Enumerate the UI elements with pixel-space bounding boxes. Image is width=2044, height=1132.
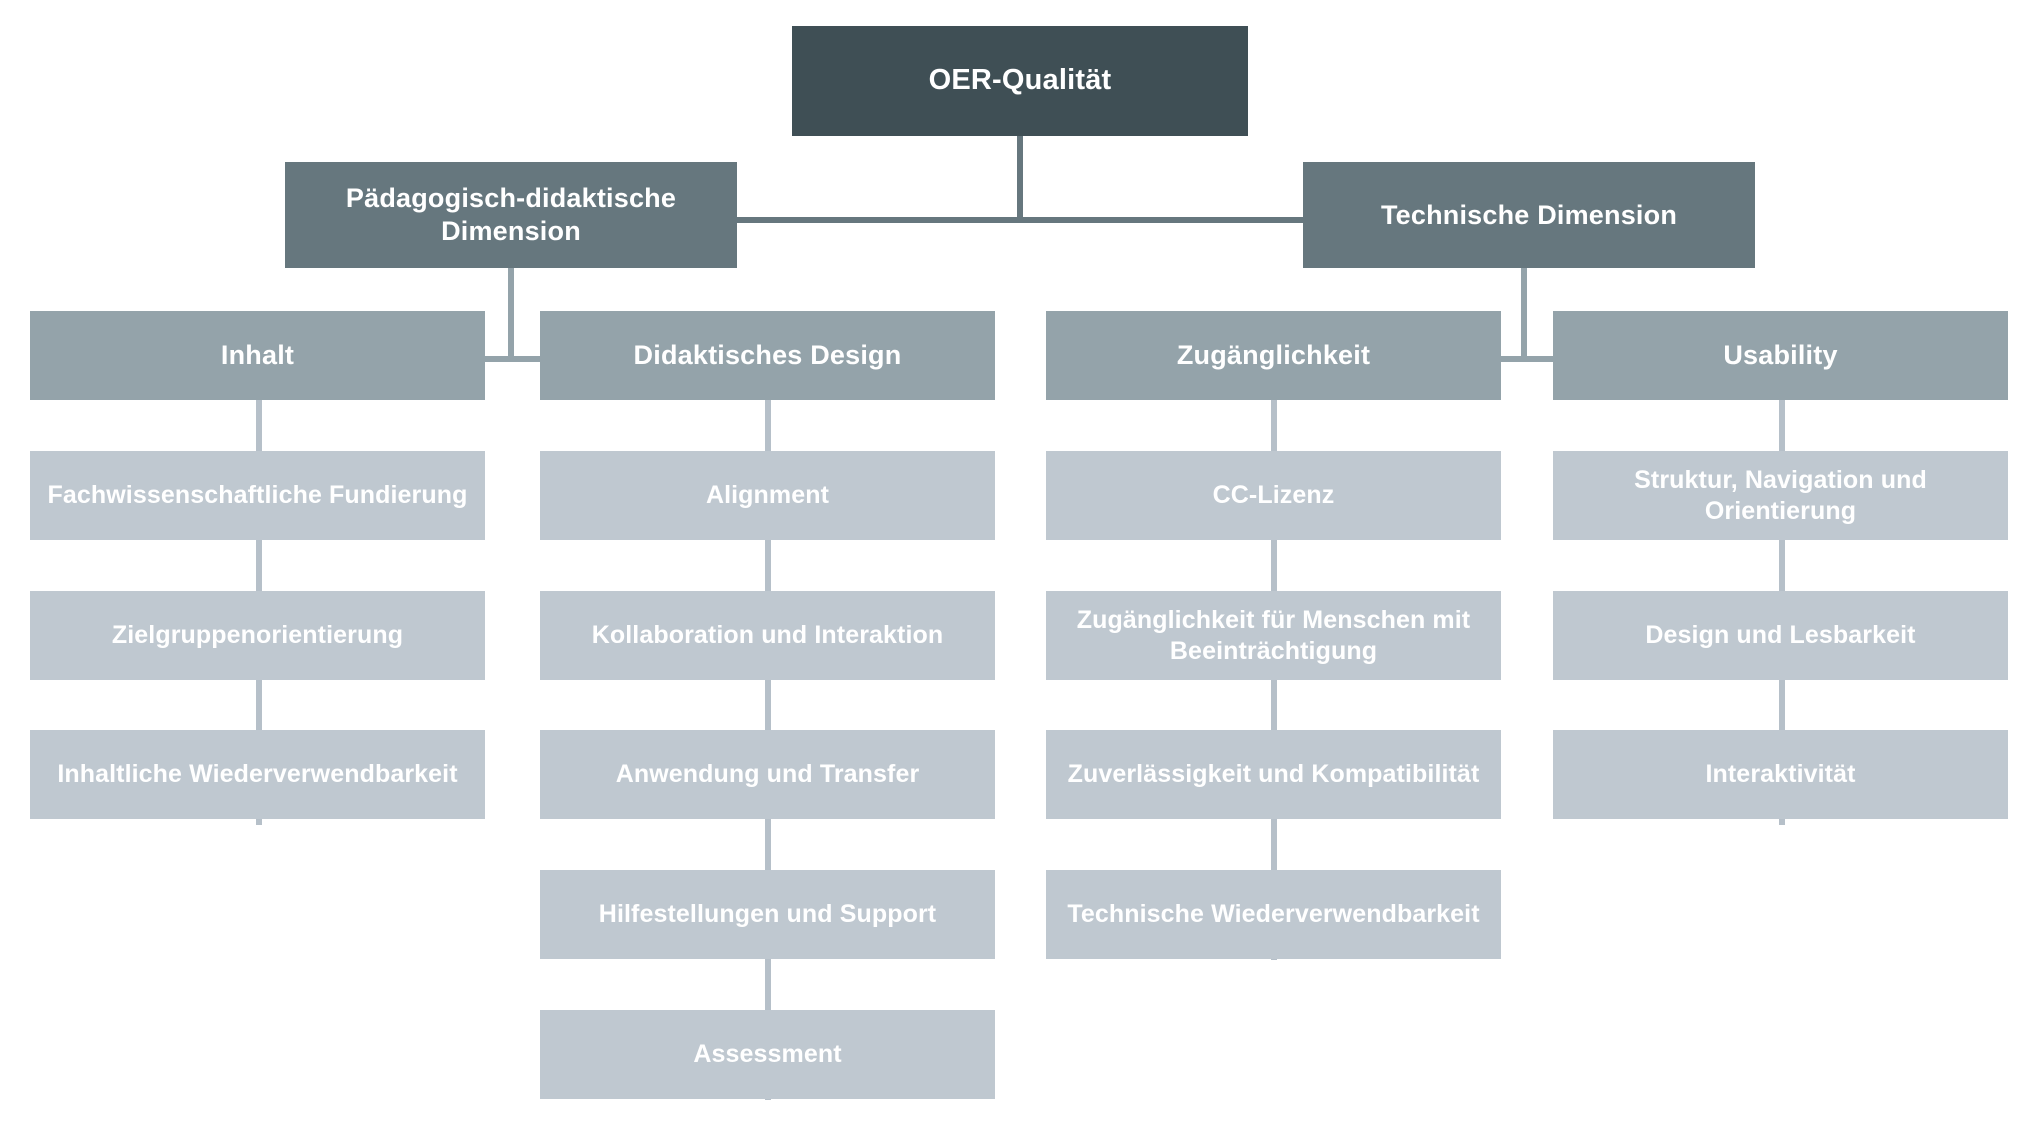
node-label: OER-Qualität xyxy=(928,64,1112,97)
node-label: Struktur, Navigation und Orientierung xyxy=(1634,466,1927,525)
node-criterion-inhaltliche-wiederverwendbarkeit[interactable]: Inhaltliche Wiederverwendbarkeit xyxy=(30,730,485,819)
node-label: Fachwissenschaftliche Fundierung xyxy=(47,481,468,510)
node-criterion-design-und-lesbarkeit[interactable]: Design und Lesbarkeit xyxy=(1553,591,2008,680)
node-criterion-anwendung-und-transfer[interactable]: Anwendung und Transfer xyxy=(540,730,995,819)
node-label: Zugänglichkeit xyxy=(1176,340,1371,371)
node-label: Inhalt xyxy=(220,340,295,371)
node-label: Hilfestellungen und Support xyxy=(598,900,937,929)
node-label: Design und Lesbarkeit xyxy=(1645,621,1916,650)
node-label: Zuverlässigkeit und Kompatibilität xyxy=(1067,760,1480,789)
node-category-didaktisches-design[interactable]: Didaktisches Design xyxy=(540,311,995,400)
node-label: Didaktisches Design xyxy=(633,340,902,371)
connector-technical-stem xyxy=(1521,268,1527,362)
node-criterion-interaktivitaet[interactable]: Interaktivität xyxy=(1553,730,2008,819)
node-label: Assessment xyxy=(693,1040,842,1069)
node-criterion-fachwissenschaftliche-fundierung[interactable]: Fachwissenschaftliche Fundierung xyxy=(30,451,485,540)
node-label: CC-Lizenz xyxy=(1212,481,1335,510)
node-label: Technische Dimension xyxy=(1380,199,1678,230)
node-criterion-alignment[interactable]: Alignment xyxy=(540,451,995,540)
node-criterion-struktur-navigation-und-orientierung[interactable]: Struktur, Navigation und Orientierung xyxy=(1553,451,2008,540)
node-technische-dimension[interactable]: Technische Dimension xyxy=(1303,162,1755,268)
node-criterion-kollaboration-und-interaktion[interactable]: Kollaboration und Interaktion xyxy=(540,591,995,680)
node-criterion-technische-wiederverwendbarkeit[interactable]: Technische Wiederverwendbarkeit xyxy=(1046,870,1501,959)
node-category-zugaenglichkeit[interactable]: Zugänglichkeit xyxy=(1046,311,1501,400)
node-criterion-assessment[interactable]: Assessment xyxy=(540,1010,995,1099)
node-label: Kollaboration und Interaktion xyxy=(591,621,944,650)
node-label: Interaktivität xyxy=(1705,760,1856,789)
node-paedagogisch-didaktische-dimension[interactable]: Pädagogisch-didaktische Dimension xyxy=(285,162,737,268)
node-criterion-cc-lizenz[interactable]: CC-Lizenz xyxy=(1046,451,1501,540)
node-category-usability[interactable]: Usability xyxy=(1553,311,2008,400)
node-criterion-zugaenglichkeit-fuer-menschen-mit-beeintraechtigung[interactable]: Zugänglichkeit für Menschen mit Beeinträ… xyxy=(1046,591,1501,680)
node-label: Technische Wiederverwendbarkeit xyxy=(1067,900,1480,929)
connector-pedagogical-stem xyxy=(508,268,514,362)
node-label: Inhaltliche Wiederverwendbarkeit xyxy=(57,760,458,789)
connector-root-stem xyxy=(1017,136,1023,222)
node-criterion-zielgruppenorientierung[interactable]: Zielgruppenorientierung xyxy=(30,591,485,680)
node-category-inhalt[interactable]: Inhalt xyxy=(30,311,485,400)
node-criterion-hilfestellungen-und-support[interactable]: Hilfestellungen und Support xyxy=(540,870,995,959)
node-label: Anwendung und Transfer xyxy=(615,760,920,789)
node-label: Usability xyxy=(1723,340,1838,371)
node-oer-qualitaet[interactable]: OER-Qualität xyxy=(792,26,1248,136)
connector-spine-zugaenglichkeit xyxy=(1271,400,1277,960)
node-label: Alignment xyxy=(705,481,830,510)
connector-dimension-bar xyxy=(736,217,1305,223)
node-label: Zielgruppenorientierung xyxy=(111,621,404,650)
node-criterion-zuverlaessigkeit-und-kompatibilitaet[interactable]: Zuverlässigkeit und Kompatibilität xyxy=(1046,730,1501,819)
node-label: Zugänglichkeit für Menschen mit Beeinträ… xyxy=(1076,606,1471,665)
node-label: Pädagogisch-didaktische Dimension xyxy=(345,183,677,246)
